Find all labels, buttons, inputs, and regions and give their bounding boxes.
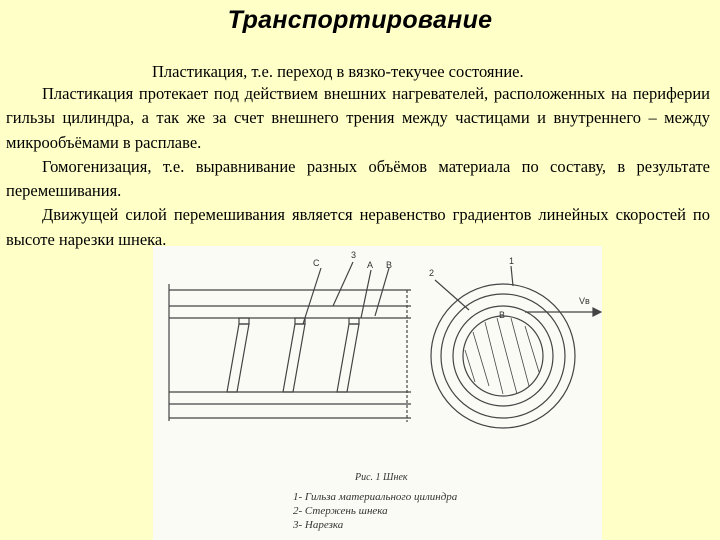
cross-section	[430, 265, 602, 429]
slide-title: Транспортирование	[227, 6, 493, 34]
label-2: 2	[429, 268, 434, 278]
label-vb: Vв	[579, 296, 590, 306]
leader-2	[434, 279, 470, 311]
paragraph-homogenization: Гомогенизация, т.е. выравнивание разных …	[6, 156, 710, 201]
screw-core-circle	[462, 315, 544, 397]
barrel-outer-circle	[430, 283, 576, 429]
screw-figure: C 3 A B 2 1 B Vв Рис. 1 Шн	[153, 246, 602, 540]
label-a: A	[367, 260, 373, 270]
label-3: 3	[351, 250, 356, 260]
label-b-inner: B	[499, 310, 505, 320]
leader-3	[332, 261, 354, 307]
longitudinal-section	[168, 261, 411, 422]
figure-caption: Рис. 1 Шнек	[355, 472, 408, 483]
screw-flights	[226, 317, 360, 393]
paragraph-plastication: Пластикация протекает под действием внеш…	[6, 84, 710, 152]
body-text: Пластикация протекает под действием внеш…	[6, 82, 710, 252]
hatching	[464, 317, 540, 395]
velocity-arrow-head	[592, 307, 602, 317]
subtitle-line: Пластикация, т.е. переход в вязко-текуче…	[152, 62, 524, 81]
leader-c	[302, 267, 322, 325]
label-b: B	[386, 260, 392, 270]
figure-legend: 1- Гильза материального цилиндра 2- Стер…	[293, 490, 457, 532]
flight-circle	[452, 305, 554, 407]
barrel-inner-circle	[440, 293, 566, 419]
legend-item-screw-core: 2- Стержень шнека	[293, 505, 388, 517]
label-c: C	[313, 258, 320, 268]
leader-1	[510, 265, 514, 287]
screw-drawing: C 3 A B 2 1 B Vв	[168, 250, 602, 429]
legend-item-flight: 3- Нарезка	[293, 519, 344, 531]
legend-item-barrel: 1- Гильза материального цилиндра	[293, 491, 458, 503]
label-1: 1	[509, 256, 514, 266]
leader-a	[360, 269, 372, 319]
paragraph-mixing-force: Движущей силой перемешивания является не…	[6, 205, 710, 249]
leader-b	[374, 267, 390, 317]
